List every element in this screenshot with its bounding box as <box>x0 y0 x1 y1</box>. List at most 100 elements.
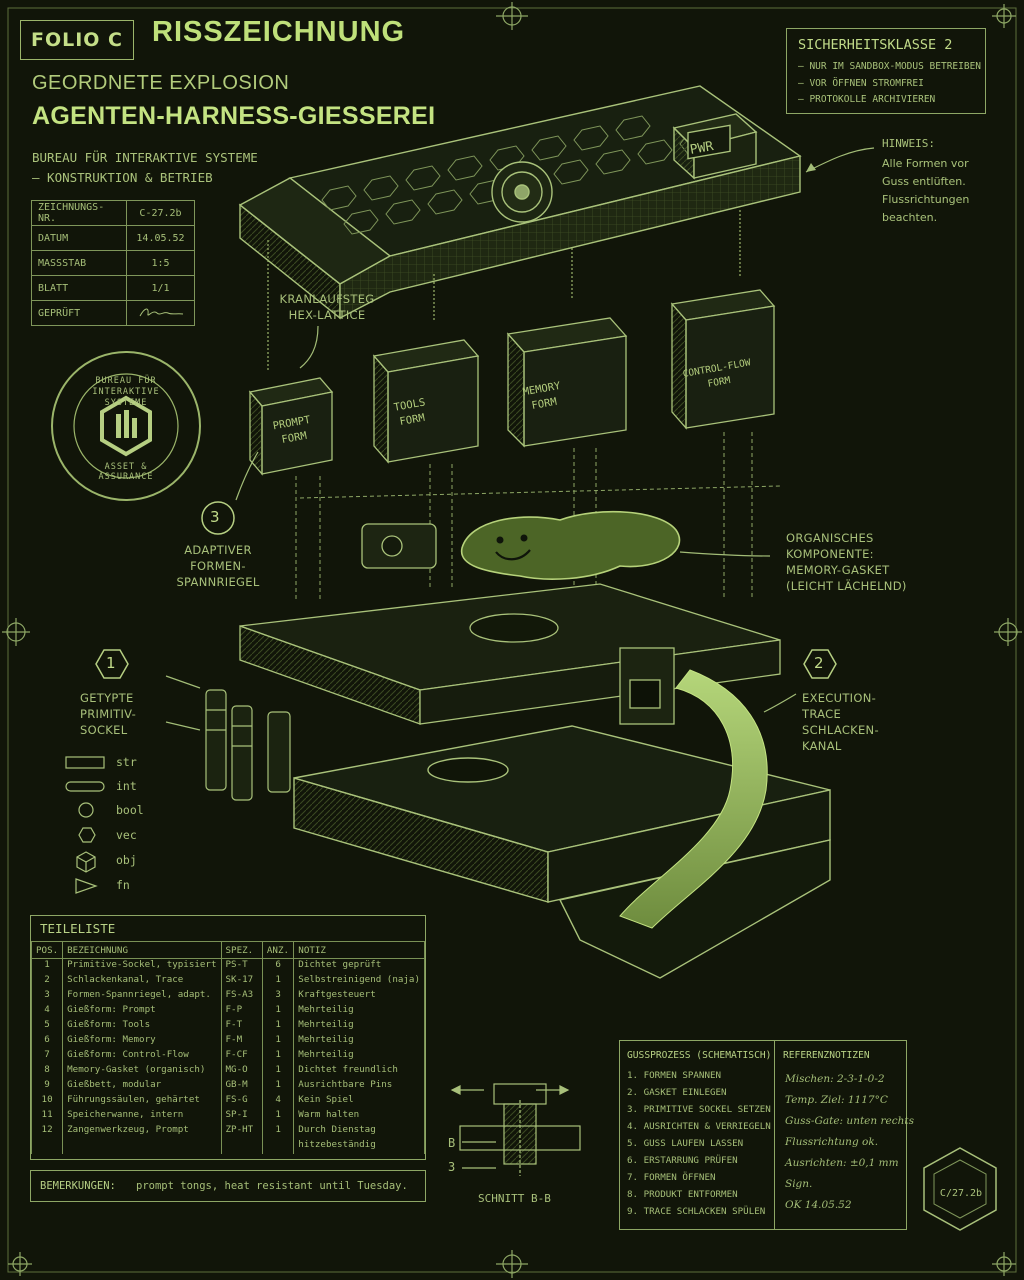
parts-cell: 1 <box>261 973 295 989</box>
legend-label: vec <box>116 828 137 842</box>
column-header: BEZEICHNUNG <box>62 941 222 959</box>
parts-cell: Gießform: Control-Flow <box>62 1048 222 1064</box>
callout-number-2: 2 <box>814 654 824 672</box>
parts-cell: Kraftgesteuert <box>293 988 425 1004</box>
column-header: POS. <box>30 941 64 959</box>
parts-cell <box>261 1138 295 1154</box>
parts-cell: 1 <box>261 1003 295 1019</box>
callout-marker-2 <box>803 649 837 679</box>
parts-cell: Gießbett, modular <box>62 1078 222 1094</box>
remarks-box <box>30 1170 426 1202</box>
callout-marker-1 <box>95 649 129 679</box>
parts-cell: F-T <box>220 1018 263 1034</box>
parts-cell: 12 <box>30 1123 64 1139</box>
reference-note: Ausrichten: ±0,1 mm <box>785 1157 899 1169</box>
safety-item: — NUR IM SANDBOX-MODUS BETREIBEN <box>798 61 982 72</box>
parts-cell: Führungssäulen, gehärtet <box>62 1093 222 1109</box>
parts-cell: SK-17 <box>220 973 263 989</box>
seal-top-text: BUREAU FÜR INTERAKTIVE SYSTEME <box>92 376 160 408</box>
seal-bottom-text: ASSET & ASSURANCE <box>98 462 154 482</box>
hint-line: Flussrichtungen <box>882 193 970 206</box>
parts-cell: 3 <box>261 988 295 1004</box>
legend-label: str <box>116 755 137 769</box>
process-step: 9. TRACE SCHLACKEN SPÜLEN <box>627 1206 766 1217</box>
clamp-latch <box>361 523 437 569</box>
meta-label: ZEICHNUNGS-NR. <box>31 200 127 226</box>
process-divider <box>774 1040 775 1230</box>
parts-cell: 1 <box>261 1078 295 1094</box>
legend-icon-triangle <box>75 878 98 894</box>
parts-cell: Mehrteilig <box>293 1048 425 1064</box>
reference-notes-title: REFERENZNOTIZEN <box>783 1050 870 1061</box>
hint-arrow <box>805 147 875 173</box>
reference-note: Mischen: 2-3-1-0-2 <box>785 1073 885 1085</box>
parts-cell: FS-G <box>220 1093 263 1109</box>
signature-scribble <box>139 308 183 316</box>
section-label: SCHNITT B-B <box>478 1192 551 1205</box>
parts-cell: 2 <box>30 973 64 989</box>
section-mark: 3 <box>448 1160 456 1174</box>
slag-channel <box>619 669 768 929</box>
process-step: 1. FORMEN SPANNEN <box>627 1070 722 1081</box>
hint-title: HINWEIS: <box>882 137 935 150</box>
parts-cell: 7 <box>30 1048 64 1064</box>
reference-note: Flussrichtung ok. <box>785 1136 879 1148</box>
safety-item: — VOR ÖFFNEN STROMFREI <box>798 78 924 89</box>
parts-cell: Gießform: Tools <box>62 1018 222 1034</box>
legend-icon-rect <box>65 756 105 769</box>
parts-cell: Ausrichtbare Pins <box>293 1078 425 1094</box>
process-step: 5. GUSS LAUFEN LASSEN <box>627 1138 744 1149</box>
reference-note: Temp. Ziel: 1117°C <box>785 1094 888 1106</box>
parts-cell: Durch Dienstag <box>293 1123 425 1139</box>
legend-label: int <box>116 779 137 793</box>
column-header: ANZ. <box>261 941 295 959</box>
legend-icon-hexagon <box>78 827 96 843</box>
parts-cell: Primitive-Sockel, typisiert <box>62 958 222 974</box>
parts-cell: F-P <box>220 1003 263 1019</box>
safety-item: — PROTOKOLLE ARCHIVIEREN <box>798 94 936 105</box>
meta-value: 1/1 <box>126 275 195 301</box>
parts-cell: PS-T <box>220 958 263 974</box>
parts-cell: 5 <box>30 1018 64 1034</box>
meta-label: BLATT <box>31 275 127 301</box>
parts-cell: F-M <box>220 1033 263 1049</box>
parts-cell: Gießform: Memory <box>62 1033 222 1049</box>
mold-memory <box>506 317 628 448</box>
process-step: 8. PRODUKT ENTFORMEN <box>627 1189 738 1200</box>
mold-control-flow <box>670 289 776 430</box>
casting-process-title: GUSSPROZESS (SCHEMATISCH) <box>627 1050 772 1061</box>
parts-cell: Mehrteilig <box>293 1003 425 1019</box>
remarks-text: prompt tongs, heat resistant until Tuesd… <box>136 1180 408 1192</box>
parts-cell: SP-I <box>220 1108 263 1124</box>
section-mark: B <box>448 1136 456 1150</box>
parts-cell: Kein Spiel <box>293 1093 425 1109</box>
parts-cell <box>30 1138 64 1154</box>
parts-cell: Speicherwanne, intern <box>62 1108 222 1124</box>
drawing-title: RISSZEICHNUNG <box>152 16 406 48</box>
mold-bed <box>239 583 781 725</box>
casting-process-box <box>619 1040 907 1230</box>
crane-cables <box>267 210 741 372</box>
primitive-sockets <box>205 689 291 801</box>
parts-cell: 6 <box>261 958 295 974</box>
process-step: 2. GASKET EINLEGEN <box>627 1087 727 1098</box>
org-line-1: BUREAU FÜR INTERAKTIVE SYSTEME <box>32 150 258 165</box>
parts-cell: 11 <box>30 1108 64 1124</box>
reference-note: Sign. <box>785 1178 813 1190</box>
parts-cell: 1 <box>261 1108 295 1124</box>
meta-row: ZEICHNUNGS-NR.C-27.2b <box>31 200 195 226</box>
legend-label: obj <box>116 853 137 867</box>
